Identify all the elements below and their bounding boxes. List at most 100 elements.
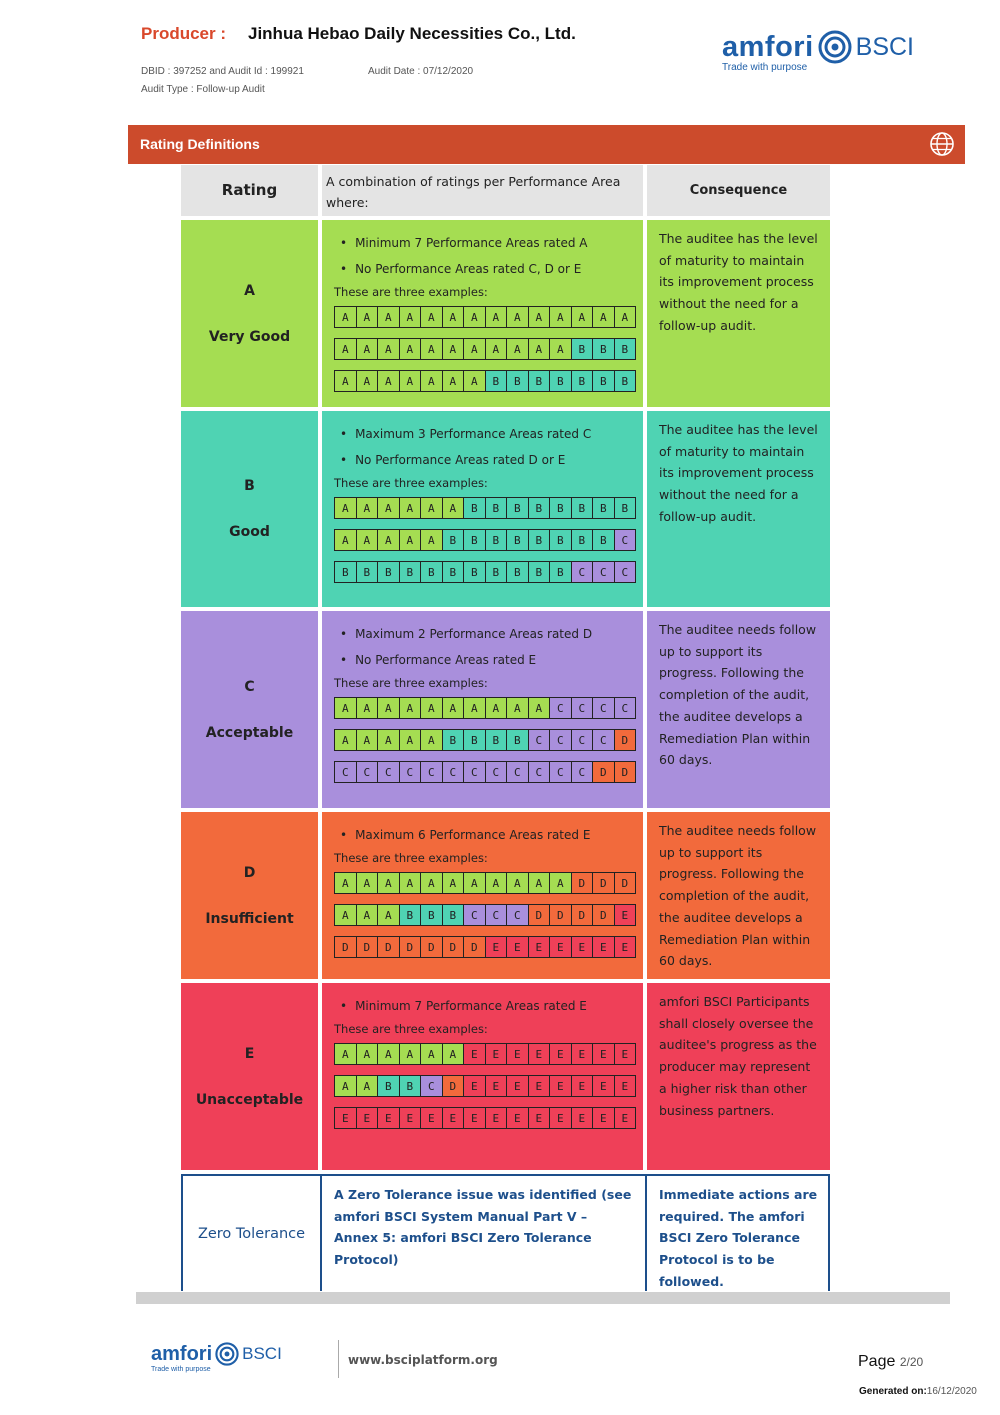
consequence-cell: The auditee has the level of maturity to… [647, 411, 830, 607]
rating-box: A [335, 371, 357, 391]
rating-box: B [528, 371, 550, 391]
footer-logo: amfori BSCI Trade with purpose [151, 1342, 282, 1373]
rating-box: D [614, 873, 635, 893]
combination-bullet: Minimum 7 Performance Areas rated A [334, 230, 635, 256]
rating-box: D [528, 905, 550, 925]
rating-letter: B [244, 478, 255, 494]
rating-box: A [399, 339, 421, 359]
rating-box: C [442, 762, 464, 782]
footer-website: www.bsciplatform.org [348, 1353, 498, 1367]
rating-box: A [421, 873, 443, 893]
rating-box: D [442, 937, 464, 957]
rating-box: E [442, 1108, 464, 1128]
rating-box: E [464, 1108, 486, 1128]
rating-box: E [485, 1108, 507, 1128]
rating-box: A [485, 339, 507, 359]
rating-box: E [614, 937, 635, 957]
rating-box: B [507, 730, 529, 750]
rating-box: E [507, 937, 529, 957]
rating-box: B [399, 1076, 421, 1096]
rating-box: C [528, 730, 550, 750]
rating-box: A [378, 698, 400, 718]
rating-box: E [528, 1108, 550, 1128]
rating-box: A [442, 1044, 464, 1064]
producer-name: Jinhua Hebao Daily Necessities Co., Ltd. [248, 24, 576, 43]
rating-box: C [550, 762, 572, 782]
rating-box: A [335, 873, 357, 893]
examples-label: These are three examples: [334, 851, 488, 865]
combination-cell: Minimum 7 Performance Areas rated E These… [322, 983, 643, 1170]
rating-box: D [571, 873, 593, 893]
rating-box: B [464, 530, 486, 550]
rating-box: A [442, 307, 464, 327]
rating-box: C [335, 762, 357, 782]
combination-bullet: No Performance Areas rated C, D or E [334, 256, 635, 282]
rating-box: A [421, 307, 443, 327]
audit-type: Audit Type : Follow-up Audit [141, 84, 265, 95]
globe-icon [930, 132, 954, 156]
page-number: 2/20 [899, 1355, 924, 1369]
rating-box: A [442, 698, 464, 718]
footer-logo-bsci: BSCI [242, 1344, 282, 1363]
rating-letter: D [243, 864, 256, 881]
rating-box: B [485, 562, 507, 582]
rating-box: A [507, 873, 529, 893]
rating-box: A [485, 873, 507, 893]
rating-box: A [550, 307, 572, 327]
rating-box: E [614, 1108, 635, 1128]
rating-box: C [571, 698, 593, 718]
rating-box: B [571, 371, 593, 391]
rating-box: A [593, 307, 615, 327]
rating-box: D [442, 1076, 464, 1096]
rating-box: A [399, 730, 421, 750]
zero-tolerance-label: Zero Tolerance [181, 1174, 322, 1291]
combination-bullet: Maximum 2 Performance Areas rated D [334, 621, 635, 647]
rating-box: C [571, 762, 593, 782]
examples-label: These are three examples: [334, 1022, 488, 1036]
rating-box: A [335, 905, 357, 925]
rating-box: D [550, 905, 572, 925]
rating-box: B [614, 339, 635, 359]
rating-name: Insufficient [205, 910, 294, 927]
rating-box: A [442, 498, 464, 518]
rating-box: B [485, 730, 507, 750]
rating-box: A [356, 498, 378, 518]
rating-box: A [571, 307, 593, 327]
rating-box: D [593, 905, 615, 925]
rating-box: D [378, 937, 400, 957]
amfori-swirl-icon [818, 30, 852, 64]
rating-box: B [378, 1076, 400, 1096]
rating-box: A [356, 1076, 378, 1096]
rating-box: B [614, 371, 635, 391]
rating-box: A [356, 730, 378, 750]
rating-box: E [485, 937, 507, 957]
rating-box: B [485, 371, 507, 391]
rating-box: A [528, 873, 550, 893]
rating-box: B [571, 498, 593, 518]
rating-box: A [335, 1044, 357, 1064]
rating-box: A [442, 371, 464, 391]
rating-box: D [571, 905, 593, 925]
rating-box: C [550, 730, 572, 750]
amfori-swirl-icon [215, 1342, 239, 1366]
header-rating: Rating [181, 165, 318, 216]
rating-box: E [464, 1044, 486, 1064]
rating-box: B [421, 562, 443, 582]
consequence-cell: The auditee needs follow up to support i… [647, 812, 830, 979]
rating-box: B [507, 530, 529, 550]
rating-box: D [593, 873, 615, 893]
combination-bullet: No Performance Areas rated E [334, 647, 635, 673]
rating-box: E [614, 1044, 635, 1064]
rating-box: B [442, 905, 464, 925]
rating-box: B [378, 562, 400, 582]
rating-box: A [421, 730, 443, 750]
combination-bullet: Minimum 7 Performance Areas rated E [334, 993, 635, 1019]
rating-box: E [593, 937, 615, 957]
rating-box: B [356, 562, 378, 582]
